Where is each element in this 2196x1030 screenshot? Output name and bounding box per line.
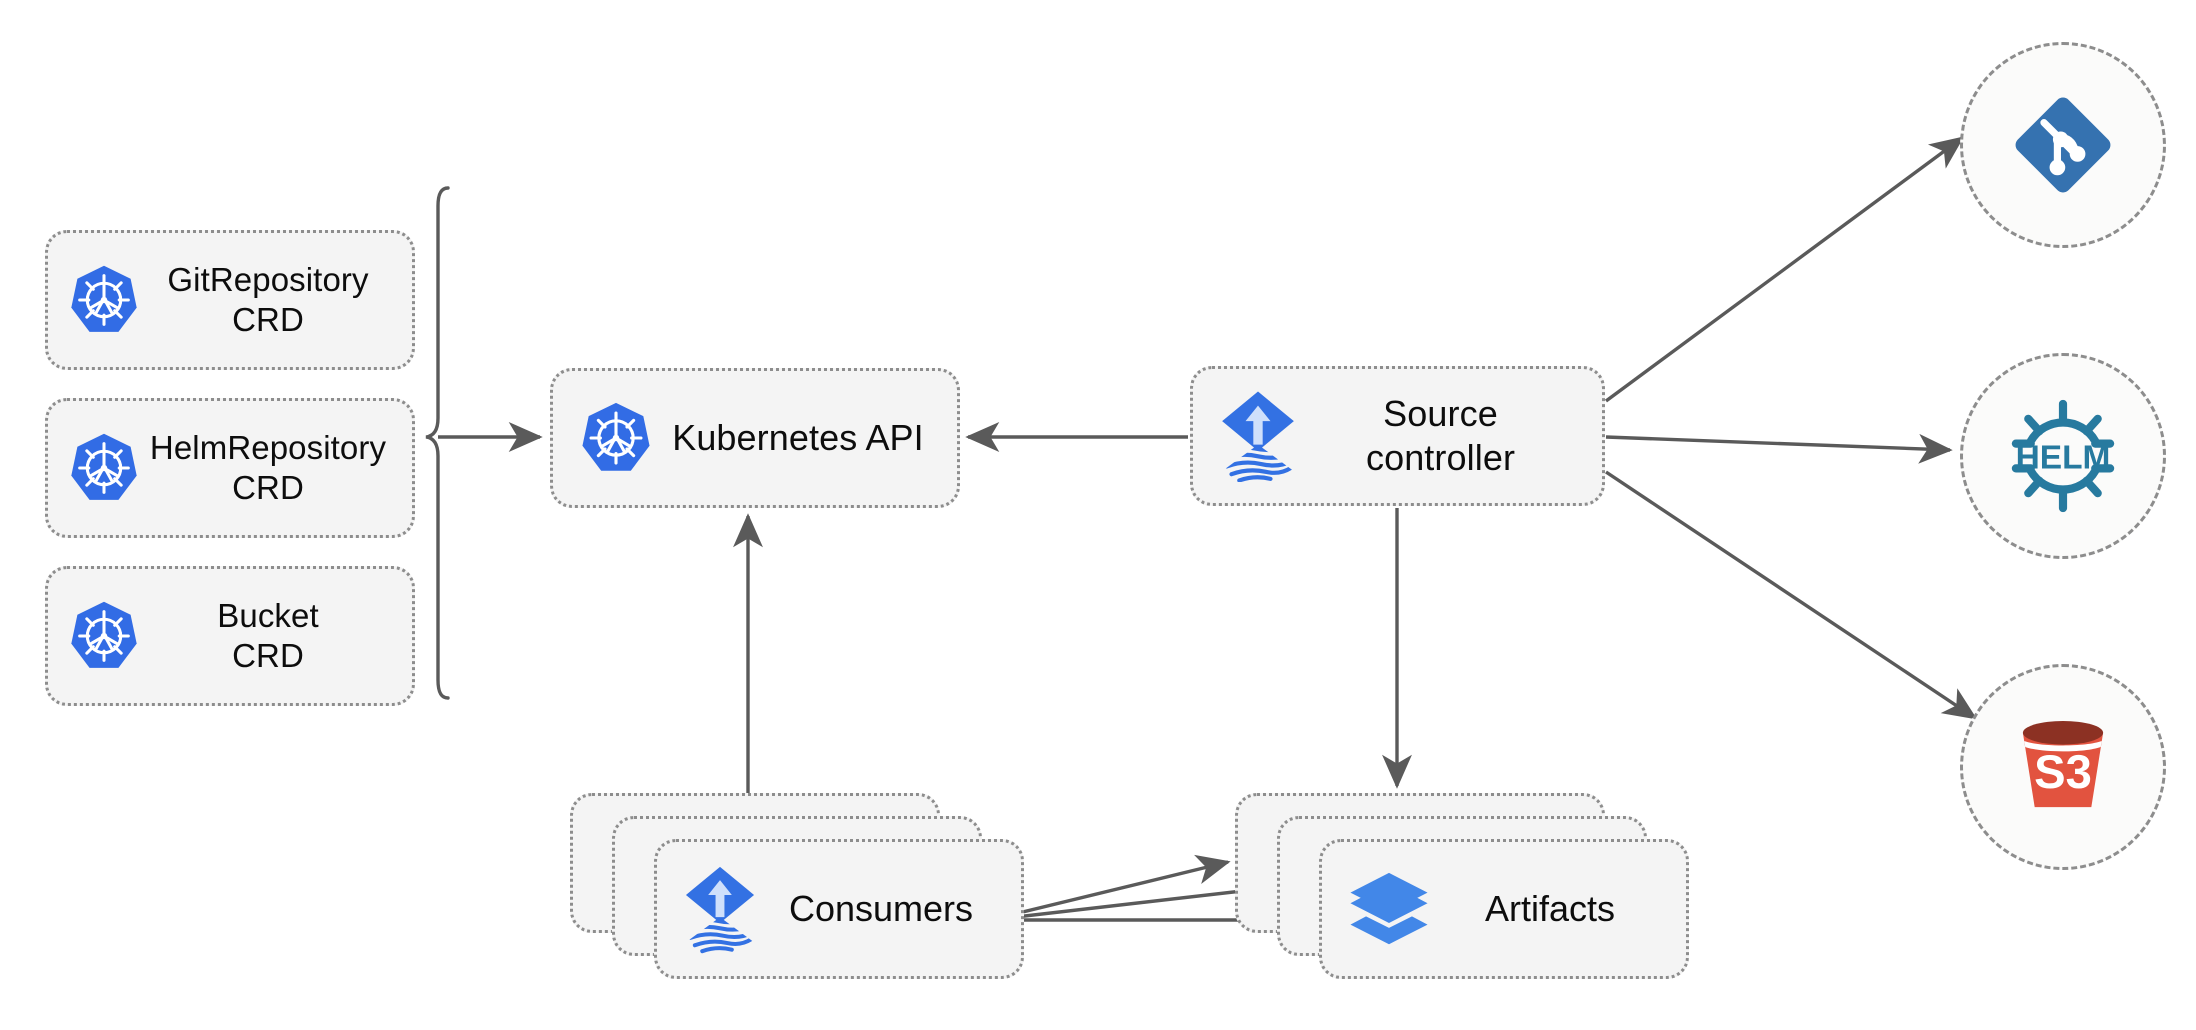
- edge-source-to-s3: [1605, 470, 1978, 720]
- consumers-stack-sheet-front[interactable]: Consumers: [654, 839, 1024, 979]
- external-s3[interactable]: S3: [1960, 664, 2166, 870]
- helm-wordmark: HELM: [2016, 439, 2111, 476]
- node-label: Artifacts: [1484, 888, 1616, 929]
- layers-icon: [1348, 868, 1430, 950]
- edge-consumers-to-artifacts-2: [989, 876, 1271, 922]
- flux-icon: [683, 864, 757, 954]
- s3-bucket-icon: S3: [2004, 708, 2122, 826]
- helm-icon: HELM: [2001, 394, 2125, 518]
- crd-box-helmrepository[interactable]: HelmRepository CRD: [45, 398, 415, 538]
- kubernetes-icon: [66, 430, 142, 506]
- kubernetes-icon: [66, 262, 142, 338]
- crd-group-brace: [425, 186, 450, 700]
- node-label: Consumers: [788, 888, 974, 929]
- kubernetes-icon: [66, 598, 142, 674]
- crd-label: Bucket CRD: [217, 596, 319, 674]
- node-label: Source controller: [1365, 393, 1516, 478]
- crd-box-gitrepository[interactable]: GitRepository CRD: [45, 230, 415, 370]
- flux-icon: [1219, 390, 1297, 482]
- kubernetes-icon: [577, 399, 655, 477]
- external-helm[interactable]: HELM: [1960, 353, 2166, 559]
- node-kubernetes-api[interactable]: Kubernetes API: [550, 368, 960, 508]
- s3-wordmark: S3: [2034, 746, 2092, 799]
- crd-label: GitRepository CRD: [167, 260, 369, 338]
- crd-label: HelmRepository CRD: [149, 428, 387, 506]
- edge-source-to-git: [1604, 136, 1965, 403]
- artifacts-stack-sheet-front[interactable]: Artifacts: [1319, 839, 1689, 979]
- edge-source-to-helm: [1605, 433, 1953, 464]
- external-git[interactable]: [1960, 42, 2166, 248]
- git-icon: [2007, 89, 2119, 201]
- node-source-controller[interactable]: Source controller: [1190, 366, 1605, 506]
- node-label: Kubernetes API: [672, 417, 924, 459]
- edge-consumers-to-artifacts-1: [989, 854, 1231, 922]
- crd-box-bucket[interactable]: Bucket CRD: [45, 566, 415, 706]
